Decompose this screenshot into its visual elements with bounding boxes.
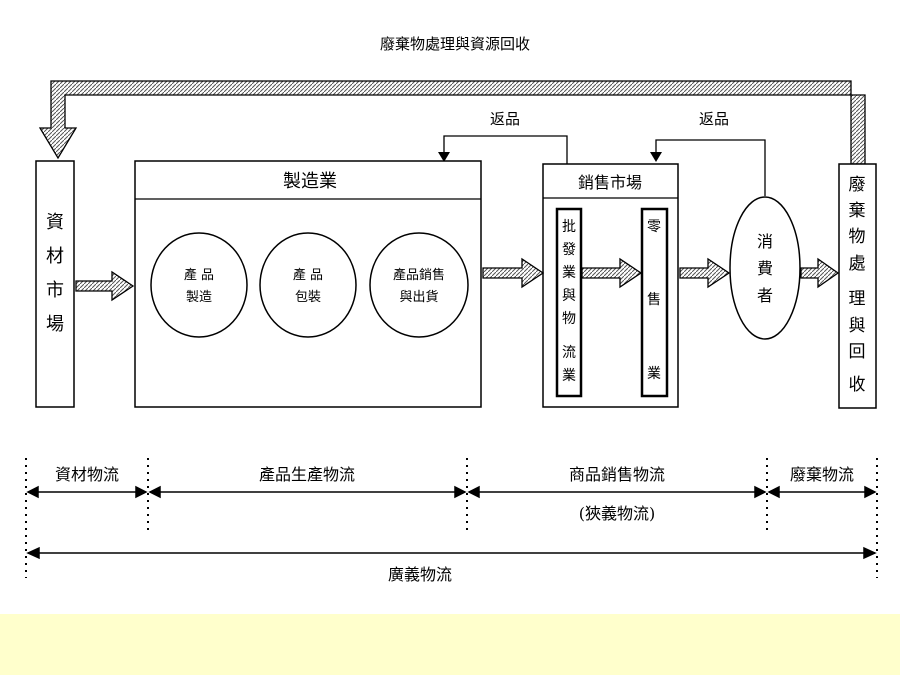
materials-market-char: 材 [46, 246, 64, 267]
consumer-char: 者 [757, 286, 773, 305]
return-arrow-2-head [650, 152, 662, 162]
manufacturing-title: 製造業 [283, 171, 337, 192]
stage-label: 包裝 [295, 290, 321, 305]
materials-market-box [35, 160, 75, 408]
footer-band [0, 614, 900, 675]
return-label-1: 返品 [490, 110, 520, 128]
flow-arrow-materials-to-manufacturing [75, 270, 135, 302]
wholesale-logistics-box [555, 207, 583, 398]
stage-label: 產品銷售 [393, 267, 445, 283]
segment-label-production: 產品生產物流 [259, 465, 355, 484]
waste-char: 回 [849, 342, 866, 362]
wholesale-char: 業 [562, 368, 576, 384]
materials-market-char: 市 [46, 280, 64, 301]
retail-char: 售 [647, 292, 661, 308]
wholesale-char: 業 [562, 265, 576, 281]
consumer-node [729, 196, 801, 340]
segment-label-waste: 廢棄物流 [790, 465, 854, 484]
narrow-logistics-note: (狹義物流) [579, 504, 656, 523]
product-manufacture-stage [150, 232, 248, 338]
waste-processing-box [838, 163, 877, 409]
wholesale-char: 物 [562, 311, 576, 327]
recycle-loop-arrow [38, 80, 866, 165]
waste-char: 棄 [849, 201, 866, 221]
product-packaging-stage [259, 232, 357, 338]
return-label-2: 返品 [699, 110, 729, 128]
waste-char: 處 [849, 254, 866, 274]
retail-box [640, 207, 669, 398]
consumer-char: 消 [757, 232, 773, 251]
return-arrow-1-head [438, 152, 450, 162]
wholesale-char: 與 [562, 288, 576, 304]
timeline-segment-arrows [26, 485, 877, 560]
stage-label: 產 品 [184, 267, 214, 283]
waste-char: 收 [849, 375, 866, 395]
wholesale-char: 批 [562, 219, 576, 235]
sales-shipping-stage [369, 232, 469, 338]
flow-arrow-consumer-to-waste [800, 257, 840, 289]
stage-label: 產 品 [293, 267, 323, 283]
stage-label: 製造 [186, 290, 212, 305]
waste-char: 廢 [849, 175, 866, 195]
consumer-char: 費 [757, 259, 773, 278]
wholesale-char: 流 [562, 345, 576, 361]
wholesale-char: 發 [562, 242, 576, 258]
return-arrow-1 [443, 135, 568, 164]
waste-char: 理 [849, 289, 866, 309]
materials-market-char: 場 [46, 314, 64, 335]
timeline-boundaries [25, 458, 878, 578]
return-arrow-2 [655, 139, 766, 196]
diagram-title: 廢棄物處理與資源回收 [380, 35, 530, 53]
retail-char: 業 [647, 366, 661, 382]
broad-logistics-label: 廣義物流 [388, 565, 452, 584]
stage-label: 與出貨 [399, 289, 438, 305]
segment-label-sales: 商品銷售物流 [569, 465, 665, 484]
waste-char: 物 [849, 227, 866, 247]
materials-market-char: 資 [46, 212, 64, 233]
sales-market-title: 銷售市場 [578, 173, 642, 192]
flow-arrow-manufacturing-to-sales [482, 257, 545, 289]
waste-char: 與 [849, 316, 866, 336]
flow-arrow-sales-to-consumer [679, 257, 731, 289]
flow-arrow-wholesale-to-retail [581, 257, 643, 289]
segment-label-materials: 資材物流 [55, 465, 119, 484]
retail-char: 零 [647, 219, 661, 235]
